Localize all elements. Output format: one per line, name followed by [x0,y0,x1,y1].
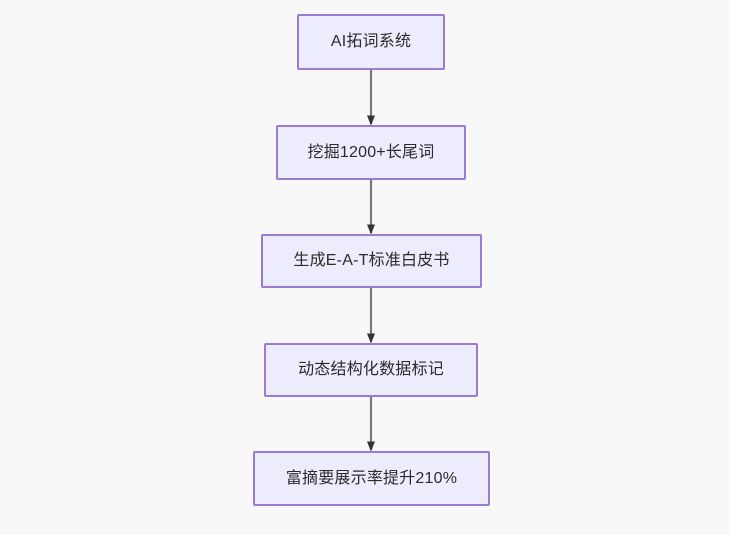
flowchart-node-generate-eat-whitepaper[interactable]: 生成E-A-T标准白皮书 [261,234,482,288]
node-label: 挖掘1200+长尾词 [307,143,435,161]
node-label: 富摘要展示率提升210% [285,469,458,487]
node-label: 生成E-A-T标准白皮书 [293,252,450,270]
node-label: AI拓词系统 [330,33,412,51]
flowchart-node-dynamic-structured-data-markup[interactable]: 动态结构化数据标记 [264,343,478,397]
flowchart-node-rich-snippet-rate-increase[interactable]: 富摘要展示率提升210% [253,451,490,506]
node-label: 动态结构化数据标记 [298,361,444,379]
flowchart-node-ai-keyword-system[interactable]: AI拓词系统 [297,14,445,70]
flowchart-node-mine-longtail-keywords[interactable]: 挖掘1200+长尾词 [276,125,466,180]
